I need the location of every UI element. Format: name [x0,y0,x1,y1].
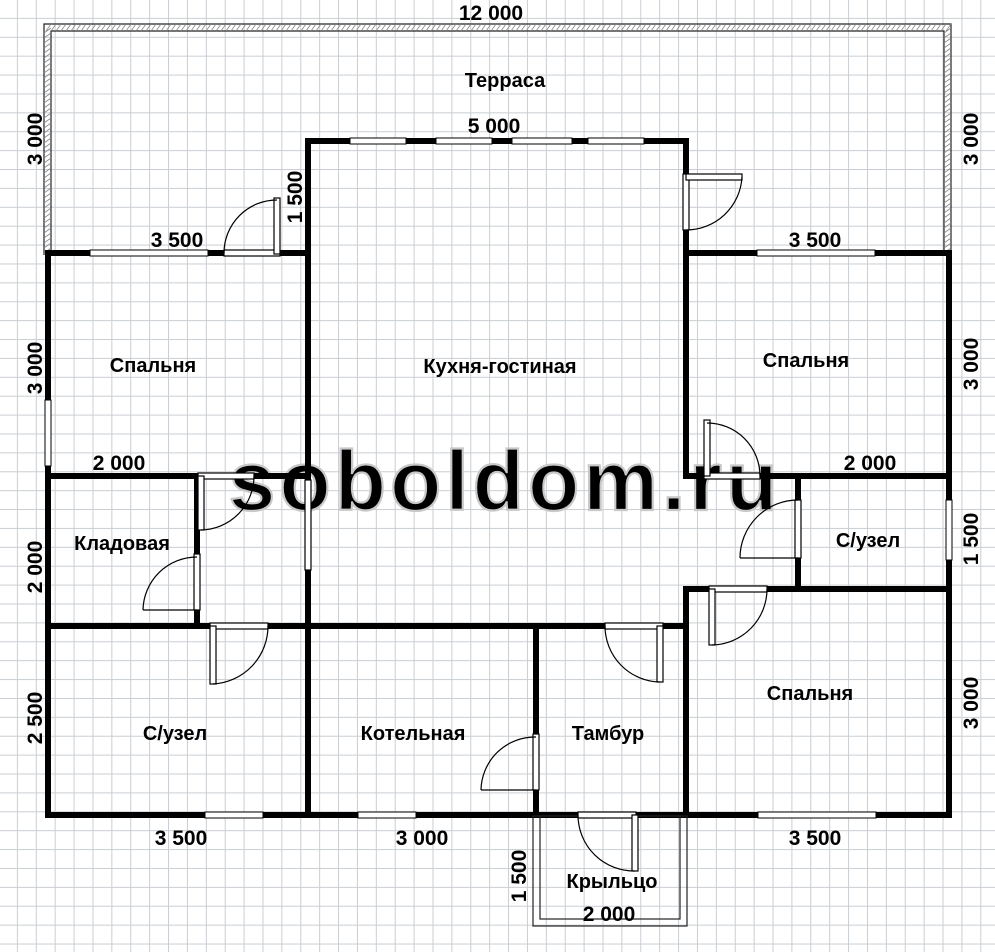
doors [142,173,802,872]
room-label-bedroom-top-left: Спальня [110,355,196,377]
dimension-bedroom-tr-width: 3 500 [789,229,842,252]
door [703,419,761,480]
watermark: soboldom.ru [229,434,782,528]
room-label-bathroom-left: С/узел [143,723,207,745]
room-label-vestibule: Тамбур [572,723,645,745]
dimension-porch-width: 2 000 [583,903,636,926]
room-labels: Терраса Спальня Кухня-гостиная Спальня К… [74,70,900,893]
dimension-bathroom-right-width: 2 000 [844,452,897,475]
door [604,622,664,683]
door [708,585,768,646]
dimension-terrace-depth-right: 3 000 [960,113,983,166]
window [945,499,953,561]
dimension-bedroom-tl-depth: 3 000 [24,342,47,395]
dimension-bedroom-br-depth: 3 000 [960,677,983,730]
door [197,472,255,531]
terrace-hatch [43,23,952,254]
room-label-storage: Кладовая [74,533,170,555]
room-label-terrace: Терраса [465,70,546,92]
room-label-bedroom-top-right: Спальня [763,350,849,372]
room-label-porch: Крыльцо [566,871,657,893]
dimension-storage-width: 2 000 [93,452,146,475]
dimension-terrace-depth-left: 3 000 [24,113,47,166]
door [142,553,201,611]
room-label-boiler-room: Котельная [361,723,466,745]
window [357,811,417,819]
dimension-bottom-right: 3 500 [789,827,842,850]
dimension-labels: 12 000 3 000 3 000 5 000 1 500 3 500 3 5… [24,2,983,926]
door [480,733,540,791]
dimension-bottom-middle: 3 000 [396,827,449,850]
window [435,137,493,145]
dimension-bedroom-tl-width: 3 500 [151,229,204,252]
window [349,137,407,145]
door [577,811,639,872]
dimension-bathroom-right-depth: 1 500 [960,513,983,566]
room-label-bedroom-bottom-right: Спальня [767,683,853,705]
window [511,137,573,145]
dimension-kitchen-recess: 1 500 [284,171,307,224]
dimension-top-total: 12 000 [459,2,523,25]
room-label-kitchen-living: Кухня-гостиная [423,356,576,378]
door [223,197,281,257]
window [89,249,209,257]
windows [44,137,953,819]
door [209,622,269,685]
window [757,811,877,819]
door [739,499,802,559]
window [756,249,876,257]
dimension-bottom-left: 3 500 [155,827,208,850]
room-label-bathroom-right: С/узел [836,530,900,552]
dimension-kitchen-width: 5 000 [468,115,521,138]
dimension-storage-depth: 2 000 [24,541,47,594]
dimension-porch-depth: 1 500 [508,850,531,903]
dimension-bathroom-left-depth: 2 500 [24,692,47,745]
terrace-outline [43,23,952,255]
dimension-bedroom-tr-depth: 3 000 [960,338,983,391]
door [682,173,743,231]
window [587,137,645,145]
window [44,399,52,467]
door [304,479,312,571]
window [204,811,264,819]
